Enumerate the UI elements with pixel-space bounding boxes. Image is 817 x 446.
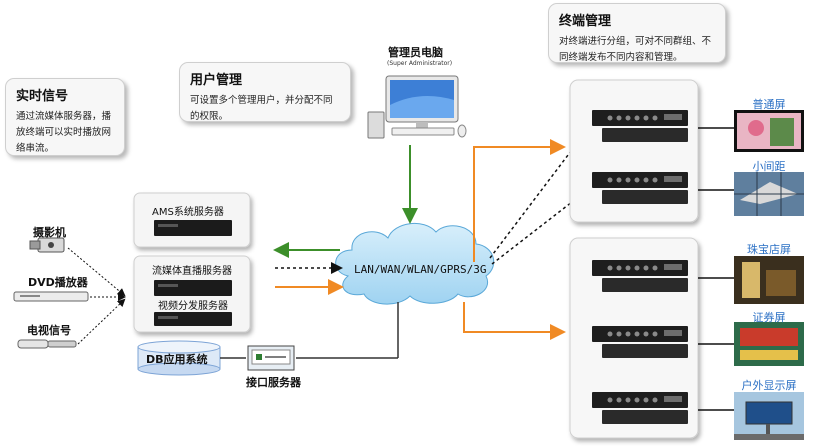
- stream-server-unit: [154, 280, 232, 296]
- db-cylinder: [137, 340, 221, 376]
- dvd-label: DVD播放器: [28, 276, 88, 289]
- screen-label-fine-pitch: 小间距: [752, 160, 786, 173]
- camera-label: 摄影机: [33, 226, 66, 239]
- callout-user-management: 用户管理 可设置多个管理用户，并分配不同的权限。: [179, 62, 351, 122]
- callout-terminal-desc: 对终端进行分组，可对不同群组、不同终端发布不同内容和管理。: [559, 36, 712, 63]
- callout-realtime-title: 实时信号: [16, 89, 69, 104]
- video-server-unit: [154, 312, 232, 326]
- network-cloud: [335, 222, 495, 305]
- network-to-group1-arrow: [473, 139, 566, 262]
- terminal-controller-4: [592, 326, 688, 358]
- callout-terminal-title: 终端管理: [559, 14, 612, 29]
- terminal-controller-3: [592, 260, 688, 292]
- camera-icon: [29, 237, 65, 253]
- terminal-screen-links: [698, 127, 734, 411]
- callout-terminal-management: 终端管理 对终端进行分组，可对不同群组、不同终端发布不同内容和管理。: [548, 3, 726, 63]
- screen-stock: [734, 322, 804, 366]
- screen-normal: [734, 110, 804, 152]
- stream-server-label: 流媒体直播服务器: [152, 266, 232, 277]
- ams-server-label: AMS系统服务器: [152, 207, 224, 218]
- tv-feed-arrow: [77, 298, 126, 345]
- camera-feed-arrow: [67, 247, 126, 297]
- tv-tuner-icon: [17, 339, 77, 349]
- screen-fine-pitch: [734, 172, 804, 216]
- screen-outdoor: [734, 392, 804, 440]
- admin-computer-icon: [367, 75, 467, 139]
- screen-label-stock: 证券屏: [752, 311, 786, 324]
- callout-realtime-desc: 通过流媒体服务器，播放终端可以实时播放网络串流。: [16, 111, 112, 154]
- ams-server-unit: [154, 220, 232, 236]
- callout-user-desc: 可设置多个管理用户，并分配不同的权限。: [190, 95, 333, 122]
- screen-jewelry: [734, 256, 804, 304]
- terminal-controller-1: [592, 110, 688, 142]
- callout-user-title: 用户管理: [190, 73, 243, 88]
- screen-label-normal: 普通屏: [752, 98, 786, 111]
- network-to-group2-arrow: [463, 302, 566, 340]
- admin-title: 管理员电脑: [388, 46, 443, 59]
- db-label: DB应用系统: [146, 353, 208, 366]
- screen-label-outdoor: 户外显示屏: [741, 379, 797, 392]
- dvd-player-icon: [13, 291, 89, 302]
- interface-server-icon: [247, 345, 295, 371]
- interface-server-label: 接口服务器: [246, 376, 301, 389]
- admin-subtitle: (Super Administrator): [387, 60, 453, 67]
- tv-signal-label: 电视信号: [27, 324, 71, 337]
- terminal-controller-5: [592, 392, 688, 424]
- callout-realtime-signal: 实时信号 通过流媒体服务器，播放终端可以实时播放网络串流。: [5, 78, 125, 156]
- video-server-label: 视频分发服务器: [158, 301, 228, 312]
- screen-label-jewelry: 珠宝店屏: [747, 243, 791, 256]
- network-label: LAN/WAN/WLAN/GPRS/3G: [354, 263, 487, 276]
- terminal-controller-2: [592, 172, 688, 204]
